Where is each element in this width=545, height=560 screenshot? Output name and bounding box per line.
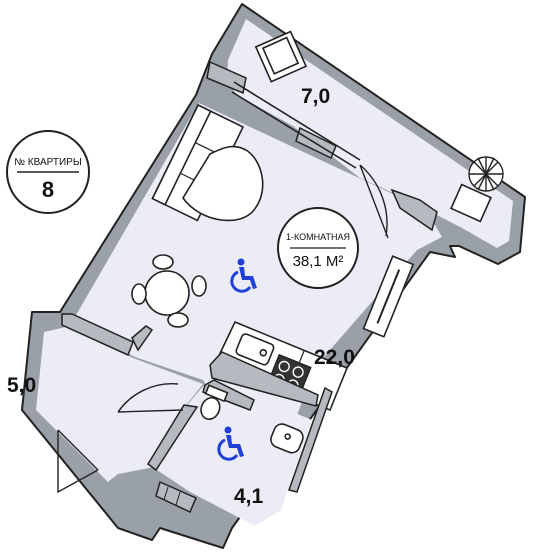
entrance-door xyxy=(57,429,99,494)
apartment-number: 8 xyxy=(42,177,54,202)
hall-area: 5,0 xyxy=(7,374,36,397)
apartment-type: 1-КОМНАТНАЯ xyxy=(286,232,350,242)
apartment-number-badge: № КВАРТИРЫ 8 xyxy=(6,130,90,214)
balcony-table xyxy=(450,183,492,223)
window-wall xyxy=(206,60,438,232)
kitchen-sink xyxy=(235,333,275,366)
balcony-door xyxy=(359,164,389,239)
balcony-area: 7,0 xyxy=(301,85,330,108)
bathroom-door xyxy=(117,383,184,413)
wheelchair-accessible-icon xyxy=(217,426,244,461)
apartment-number-label: № КВАРТИРЫ xyxy=(14,157,82,168)
dining-table xyxy=(131,254,207,328)
total-area: 38,1 М² xyxy=(293,253,344,270)
plant-icon xyxy=(468,156,504,192)
bathroom-floor xyxy=(157,378,312,526)
area-badge: 1-КОМНАТНАЯ 38,1 М² xyxy=(277,207,359,289)
rug xyxy=(182,145,264,222)
ventilation-shaft xyxy=(155,480,197,514)
balcony-armchair xyxy=(254,30,308,83)
toilet xyxy=(200,384,229,421)
wheelchair-accessible-icon xyxy=(230,258,257,293)
bathroom-sink xyxy=(270,423,304,454)
wardrobe xyxy=(362,255,415,338)
balcony-floor xyxy=(227,19,513,248)
bathroom-area: 4,1 xyxy=(234,485,264,508)
living-room-area: 22,0 xyxy=(314,346,355,369)
